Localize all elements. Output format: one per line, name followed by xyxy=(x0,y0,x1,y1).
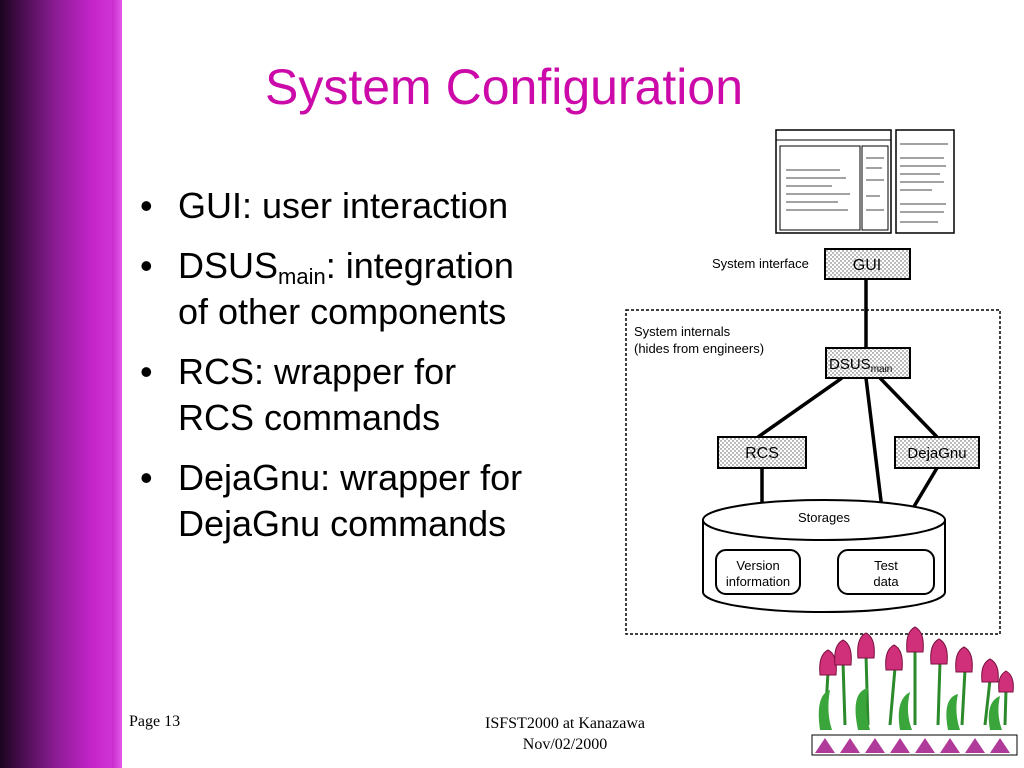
internals-label-line2: (hides from engineers) xyxy=(634,341,764,356)
connectors xyxy=(756,279,939,551)
bullet-marker: • xyxy=(140,245,153,286)
internals-label-line1: System internals xyxy=(634,324,731,339)
bullet-marker: • xyxy=(140,185,153,226)
bullet-text: GUI: user interaction xyxy=(178,185,509,226)
footer-date: Nov/02/2000 xyxy=(522,736,608,753)
bullet-subscript: main xyxy=(278,264,326,289)
storages-label: Storages xyxy=(798,510,851,525)
dsus-box xyxy=(825,347,911,379)
bullet-marker: • xyxy=(140,351,153,392)
dsus-label: DSUSmain xyxy=(829,356,892,375)
storages-cylinder xyxy=(702,499,946,613)
bullet-item-dejagnu: • DejaGnu: wrapper for DejaGnu commands xyxy=(140,455,620,547)
gui-box xyxy=(824,248,911,280)
bullet-text-rest: : integration xyxy=(325,245,514,286)
rcs-label: RCS xyxy=(745,445,779,462)
version-information-box xyxy=(715,549,801,595)
version-label-line1: Version xyxy=(736,558,779,573)
page-number: Page 13 xyxy=(129,713,181,730)
dejagnu-box xyxy=(894,436,980,469)
bullet-item-dsus: • DSUSmain: integration of other compone… xyxy=(140,243,620,335)
test-label-line1: Test xyxy=(874,558,898,573)
bullet-text-line2: of other components xyxy=(178,291,507,332)
bullet-text: DSUS xyxy=(178,245,279,286)
bullet-text-line2: RCS commands xyxy=(178,397,441,438)
bullet-marker: • xyxy=(140,457,153,498)
bullet-list: • GUI: user interaction • DSUSmain: inte… xyxy=(140,183,620,561)
slide-title: System Configuration xyxy=(265,59,744,115)
bullet-text: RCS: wrapper for xyxy=(178,351,457,392)
bullet-text: DejaGnu: wrapper for xyxy=(178,457,523,498)
tulip-decoration-icon xyxy=(811,626,1018,756)
rcs-box xyxy=(717,436,807,469)
sidebar-edge xyxy=(112,0,122,768)
gui-label: GUI xyxy=(853,257,881,274)
gui-screenshot-thumbnail xyxy=(775,129,955,234)
footer-conference: ISFST2000 at Kanazawa xyxy=(485,715,645,732)
footer-conference-info: ISFST2000 at Kanazawa Nov/02/2000 xyxy=(440,713,690,755)
system-interface-label: System interface xyxy=(712,256,809,271)
dejagnu-label: DejaGnu xyxy=(907,445,966,462)
test-data-box xyxy=(837,549,935,595)
bullet-item-rcs: • RCS: wrapper for RCS commands xyxy=(140,349,620,441)
sidebar-decoration xyxy=(0,0,122,768)
version-label-line2: information xyxy=(726,574,790,589)
bullet-item-gui: • GUI: user interaction xyxy=(140,183,620,229)
system-internals-boundary xyxy=(625,309,1001,635)
test-label-line2: data xyxy=(873,574,899,589)
bullet-text-line2: DejaGnu commands xyxy=(178,503,507,544)
